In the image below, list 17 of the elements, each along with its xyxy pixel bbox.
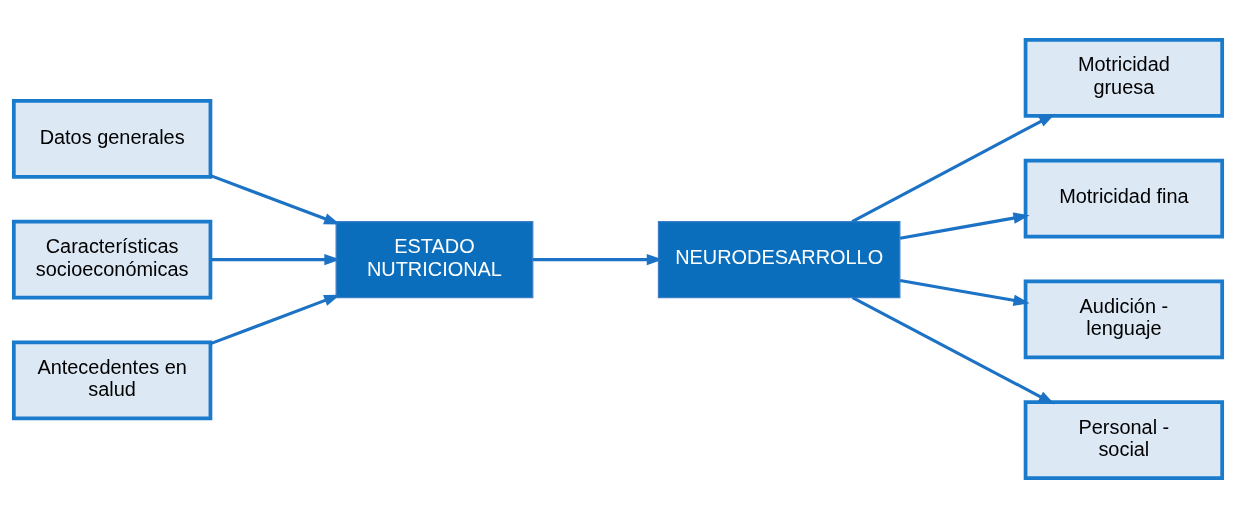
node-box: ESTADO NUTRICIONAL — [335, 220, 534, 298]
node-box: NEURODESARROLLO — [657, 220, 901, 298]
node-box: Personal - social — [1023, 399, 1225, 480]
node-box: Motricidad gruesa — [1023, 37, 1225, 118]
node-box: Datos generales — [11, 98, 213, 179]
arrow — [899, 278, 1030, 306]
arrow — [851, 295, 1055, 404]
arrow — [532, 253, 663, 265]
arrow — [851, 113, 1056, 223]
node-box: Características socioeconómicas — [11, 219, 213, 299]
node-box: Motricidad fina — [1023, 158, 1225, 238]
arrow — [899, 211, 1030, 240]
node-box: Audición - lenguaje — [1023, 279, 1225, 359]
node-box: Antecedentes en salud — [11, 340, 213, 420]
arrow — [210, 294, 341, 345]
arrow — [210, 173, 341, 225]
arrow — [210, 253, 341, 265]
